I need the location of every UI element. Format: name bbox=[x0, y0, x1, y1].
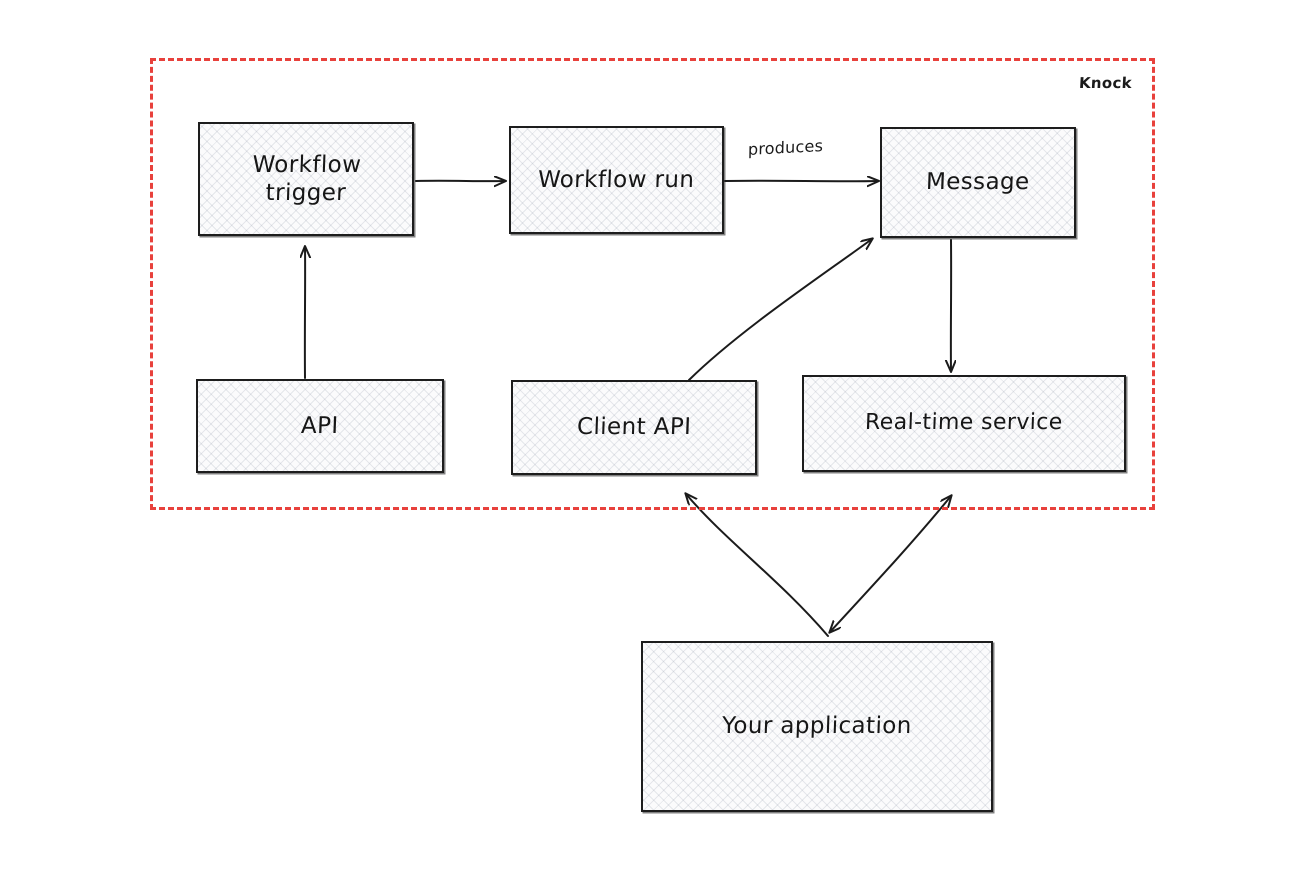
node-message-label: Message bbox=[925, 169, 1031, 196]
edge-client-api-to-message bbox=[688, 239, 872, 381]
node-your-application-label: Your application bbox=[721, 713, 913, 740]
node-real-time-service[interactable]: Real-time service bbox=[802, 375, 1126, 472]
node-workflow-trigger[interactable]: Workflow trigger bbox=[198, 122, 414, 236]
node-your-application[interactable]: Your application bbox=[641, 641, 993, 812]
node-workflow-trigger-label: Workflow trigger bbox=[251, 151, 362, 206]
edge-label-produces: produces bbox=[747, 136, 824, 159]
edge-workflow-run-to-message bbox=[724, 181, 878, 182]
edge-real-time-service-to-your-application bbox=[830, 496, 951, 632]
node-message[interactable]: Message bbox=[880, 127, 1076, 238]
node-client-api[interactable]: Client API bbox=[511, 380, 757, 475]
node-workflow-run-label: Workflow run bbox=[537, 166, 696, 193]
node-workflow-run[interactable]: Workflow run bbox=[509, 126, 724, 234]
edge-your-application-to-client-api bbox=[686, 494, 829, 637]
knock-group-label: Knock bbox=[1078, 74, 1133, 92]
node-api[interactable]: API bbox=[196, 379, 444, 473]
node-api-label: API bbox=[300, 412, 340, 439]
node-real-time-service-label: Real-time service bbox=[864, 410, 1064, 436]
node-client-api-label: Client API bbox=[576, 414, 692, 441]
